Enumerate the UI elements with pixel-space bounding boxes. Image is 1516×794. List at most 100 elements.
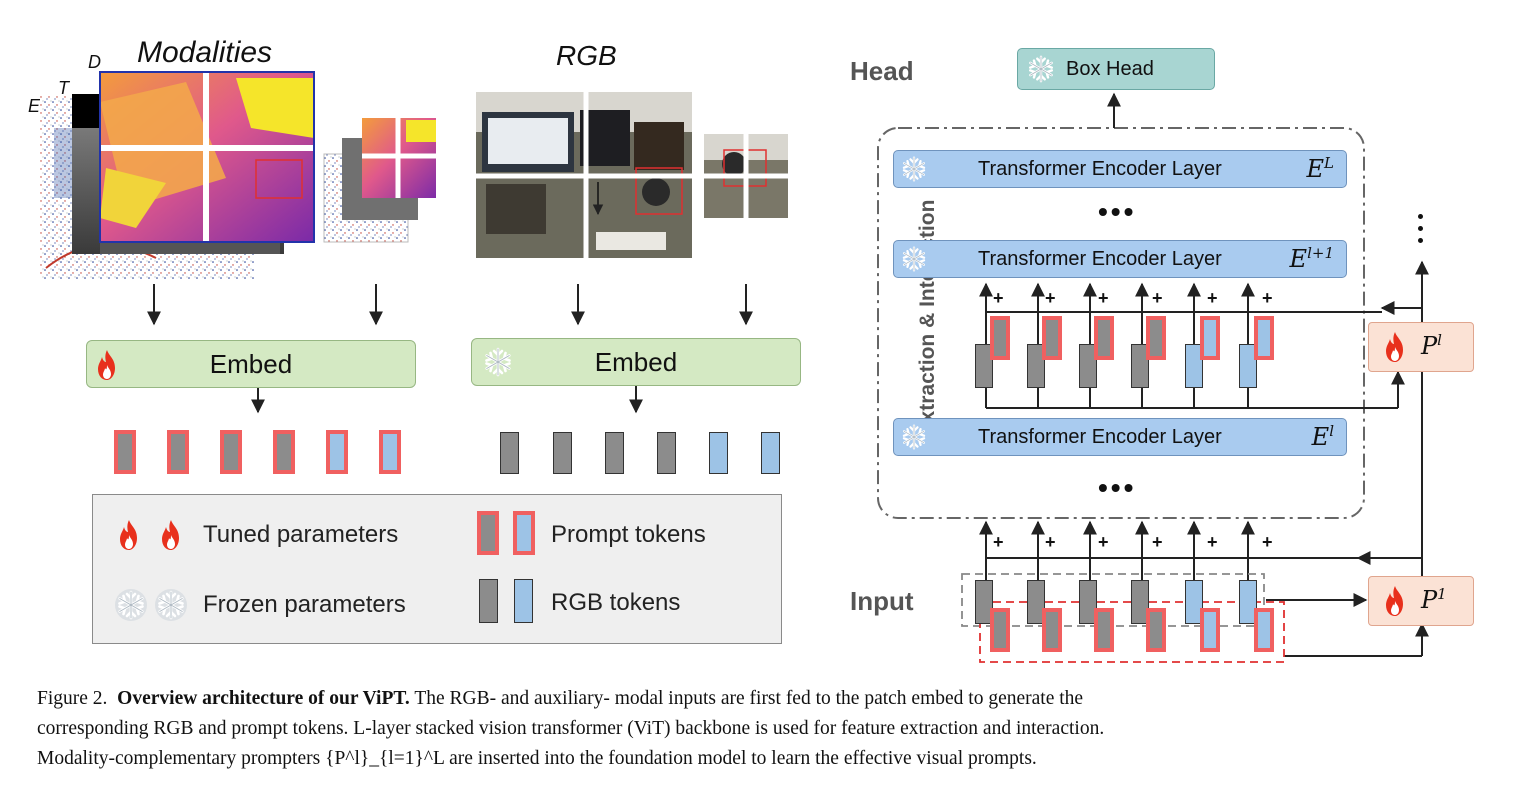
plus-sign: + [1045, 288, 1056, 308]
flame-icon [1383, 331, 1407, 363]
prompt-token [220, 430, 242, 474]
snowflake-icon [900, 423, 928, 451]
legend: Tuned parameters Frozen parameters Promp… [92, 494, 782, 644]
input-label: Input [850, 586, 914, 616]
left-flow-arrows [147, 284, 753, 414]
plus-sign: + [1098, 532, 1109, 552]
modality-image-stack [40, 71, 436, 280]
plus-sign: + [1045, 532, 1056, 552]
legend-rgb-token-gray [479, 579, 498, 623]
prompt-token [167, 430, 189, 474]
rgb-token [1239, 580, 1257, 624]
plus-sign: + [1207, 532, 1218, 552]
snowflake-icon [900, 155, 928, 183]
caption-line-3: Modality-complementary prompters {P^l}_{… [37, 748, 1037, 769]
rgb-token [1027, 344, 1045, 388]
rgb-token [500, 432, 519, 474]
plus-sign: + [1262, 532, 1273, 552]
rgb-token [657, 432, 676, 474]
legend-tuned-label: Tuned parameters [203, 521, 399, 548]
encoder-symbol: El [1311, 422, 1334, 451]
box-head-label: Box Head [1066, 58, 1154, 80]
legend-frozen-label: Frozen parameters [203, 591, 406, 618]
prompter-1: P1 [1368, 576, 1474, 626]
depth-modality-letter: D [88, 52, 101, 72]
prompt-token [114, 430, 136, 474]
encoder-label: Transformer Encoder Layer [978, 248, 1222, 270]
encoder-layer-L: Transformer Encoder Layer EL [893, 150, 1347, 188]
head-label: Head [850, 56, 914, 86]
encoder-symbol: EL [1306, 154, 1335, 183]
prompt-token [273, 430, 295, 474]
plus-sign: + [993, 532, 1004, 552]
rgb-image [476, 92, 788, 258]
prompt-token [1200, 608, 1220, 652]
legend-prompt-token-gray [477, 511, 499, 555]
snowflake-icon [1026, 54, 1056, 84]
prompt-token [1042, 316, 1062, 360]
encoder-label: Transformer Encoder Layer [978, 158, 1222, 180]
rgb-token [1079, 344, 1097, 388]
rgb-token [1239, 344, 1257, 388]
encoder-layer-l-plus-1: Transformer Encoder Layer El+1 [893, 240, 1347, 278]
tuned-embed-label: Embed [209, 348, 293, 379]
prompt-token [1200, 316, 1220, 360]
flame-icon [159, 519, 183, 551]
tuned-embed-box: Embed [86, 340, 416, 388]
prompt-token [990, 316, 1010, 360]
plus-sign: + [993, 288, 1004, 308]
encoder-label: Transformer Encoder Layer [978, 426, 1222, 448]
rgb-token [975, 580, 993, 624]
modalities-title: Modalities [137, 36, 273, 69]
caption-text-1: The RGB- and auxiliary- modal inputs are… [414, 688, 1084, 709]
prompt-token [1254, 316, 1274, 360]
caption-bold-title: Overview architecture of our ViPT. [117, 688, 410, 709]
caption-figure-number: Figure 2. [37, 688, 108, 709]
plus-sign: + [1207, 288, 1218, 308]
prompter-symbol: Pl [1421, 331, 1442, 360]
frozen-embed-box: Embed [471, 338, 801, 386]
thermal-modality-letter: T [58, 78, 69, 98]
legend-prompt-token-blue [513, 511, 535, 555]
rgb-token [1027, 580, 1045, 624]
plus-sign: + [1152, 288, 1163, 308]
rgb-token [975, 344, 993, 388]
snowflake-icon [115, 589, 147, 621]
prompt-token [1146, 608, 1166, 652]
legend-prompt-tokens-label: Prompt tokens [551, 521, 706, 548]
rgb-token [1185, 344, 1203, 388]
prompt-token [1094, 608, 1114, 652]
caption-line-2: corresponding RGB and prompt tokens. L-l… [37, 718, 1105, 739]
rgb-token [553, 432, 572, 474]
legend-rgb-tokens-label: RGB tokens [551, 589, 681, 616]
encoder-layer-l: Transformer Encoder Layer El [893, 418, 1347, 456]
rgb-token [1185, 580, 1203, 624]
prompt-token [1094, 316, 1114, 360]
plus-sign: + [1262, 288, 1273, 308]
rgb-title: RGB [556, 40, 617, 71]
prompt-token [1146, 316, 1166, 360]
prompter-l: Pl [1368, 322, 1474, 372]
legend-rgb-token-blue [514, 579, 533, 623]
snowflake-icon [482, 346, 514, 378]
prompt-token [1254, 608, 1274, 652]
caption-line-1: Figure 2. Overview architecture of our V… [37, 684, 1499, 714]
frozen-embed-label: Embed [594, 346, 678, 377]
flame-icon [1383, 585, 1407, 617]
prompt-token [1042, 608, 1062, 652]
prompt-token [379, 430, 401, 474]
rgb-token [605, 432, 624, 474]
box-head: Box Head [1017, 48, 1215, 90]
event-modality-letter: E [28, 96, 41, 116]
snowflake-icon [900, 245, 928, 273]
rgb-token [1079, 580, 1097, 624]
vertical-ellipsis [1418, 214, 1424, 243]
rgb-token [761, 432, 780, 474]
plus-sign: + [1098, 288, 1109, 308]
figure-caption: Figure 2. Overview architecture of our V… [37, 684, 1499, 774]
ellipsis: ••• [1098, 472, 1137, 503]
ellipsis: ••• [1098, 196, 1137, 227]
encoder-symbol: El+1 [1289, 244, 1334, 273]
rgb-token [1131, 344, 1149, 388]
flame-icon [117, 519, 141, 551]
